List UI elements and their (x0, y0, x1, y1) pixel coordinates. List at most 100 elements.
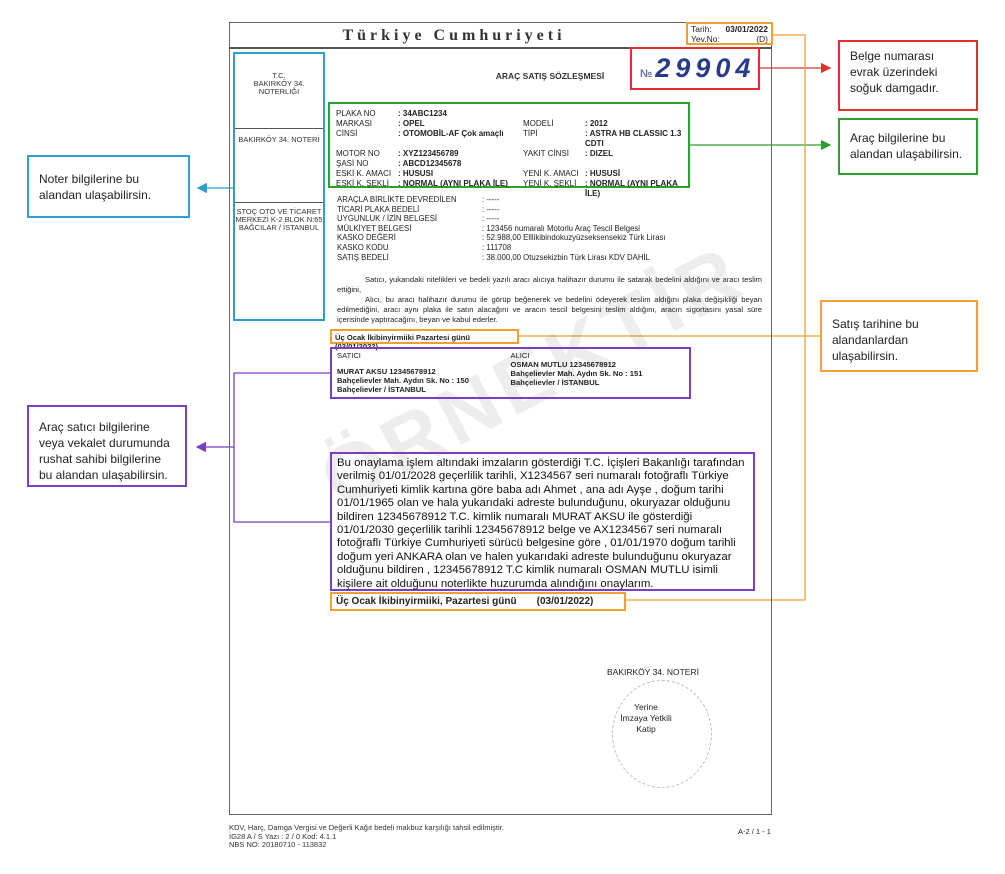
buyer-city: Bahçelievler / İSTANBUL (510, 378, 600, 387)
seller-address: Bahçelievler Mah. Aydın Sk. No : 150 (337, 376, 469, 385)
vehicle-field-value (585, 159, 682, 169)
detail-row: UYGUNLUK / İZİN BELGESİ : ----- (337, 214, 666, 224)
vehicle-field-label (523, 109, 585, 119)
signature-line: Yerine (634, 702, 658, 712)
annotation-date: Satış tarihine bu alandanlardan ulaşabil… (820, 300, 978, 372)
stamp-prefix: № (640, 68, 653, 80)
vehicle-field-value: : NORMAL (AYNI PLAKA İLE) (398, 179, 508, 188)
detail-value: : 123456 numaralı Motorlu Araç Tescil Be… (482, 223, 641, 233)
vehicle-field-label: MOTOR NO (336, 149, 380, 158)
vehicle-field-value: : OPEL (398, 119, 425, 128)
notary-line: BAKIRKÖY 34. (253, 79, 305, 88)
detail-value: : 38.000,00 Otuzsekizbin Türk Lirası KDV… (482, 252, 650, 262)
address-line: MERKEZİ K-2 BLOK N:65 (235, 215, 323, 224)
seller-label: SATICI (337, 351, 361, 360)
vehicle-field-label (523, 159, 585, 169)
address-line: STOÇ OTO VE TİCARET (236, 207, 322, 216)
annotation-vehicle: Araç bilgilerine bu alandan ulaşabilirsi… (838, 118, 978, 175)
buyer-label: ALICI (510, 351, 530, 360)
notary-seal (612, 680, 712, 788)
annotation-stamp: Belge numarası evrak üzerindeki soğuk da… (838, 40, 978, 111)
notary-top: T.C. BAKIRKÖY 34. NOTERLIĞI (235, 54, 323, 96)
stamp-number: 29904 (655, 53, 756, 83)
signature-line: İmzaya Yetkili Katip (620, 713, 672, 734)
detail-label: TİCARİ PLAKA BEDELİ (337, 204, 420, 214)
detail-label: UYGUNLUK / İZİN BELGESİ (337, 214, 438, 224)
detail-row: KASKO KODU : 111708 (337, 243, 666, 253)
vehicle-field-label: YENİ K. AMACI (523, 169, 579, 178)
detail-row: TİCARİ PLAKA BEDELİ : ----- (337, 205, 666, 215)
detail-row: SATIŞ BEDELİ: 38.000,00 Otuzsekizbin Tür… (337, 253, 666, 263)
sale-date-value: (03/01/2022) (536, 596, 594, 607)
vehicle-field-value: : HUSUSI (398, 169, 434, 178)
vehicle-field-value: : DIZEL (585, 149, 613, 158)
footer-line: NBS NO: 20180710 - 113832 (229, 840, 327, 849)
sale-date-text: Üç Ocak İkibinyirmiiki, Pazartesi günü (336, 596, 517, 607)
date-box: Tarih: 03/01/2022 Yev.No: (D) (686, 22, 773, 45)
vehicle-field-value: : NORMAL (AYNI PLAKA İLE) (585, 179, 678, 198)
signature-block: Yerine İmzaya Yetkili Katip (612, 702, 680, 735)
sale-date-small: Üç Ocak İkibinyirmiiki Pazartesi günü (0… (330, 329, 519, 351)
seller-statement: Satıcı, yukarıdaki nitelikleri ve bedeli… (337, 275, 762, 294)
buyer-name: OSMAN MUTLU 12345678912 (510, 360, 617, 369)
vehicle-field-label: TİPİ (523, 129, 538, 138)
approval-text: Bu onaylama işlem altındaki imzaların gö… (330, 452, 755, 591)
contract-title: ARAÇ SATIŞ SÖZLEŞMESİ (495, 71, 605, 81)
vehicle-field-label: MARKASI (336, 119, 373, 128)
detail-label: KASKO KODU (337, 242, 389, 252)
notary-column: T.C. BAKIRKÖY 34. NOTERLIĞI BAKIRKÖY 34.… (233, 52, 325, 321)
seller-block: SATICI MURAT AKSU 12345678912 Bahçelievl… (337, 351, 511, 395)
detail-row: KASKO DEĞERİ : 52.988,00 Elllikibindokuzy… (337, 233, 666, 243)
yevno-value: (D) (756, 33, 768, 44)
header-divider (229, 47, 772, 49)
detail-row: ARAÇLA BİRLİKTE DEVREDİLEN : ----- (337, 195, 666, 205)
sale-date-large: Üç Ocak İkibinyirmiiki, Pazartesi günü (… (330, 592, 626, 611)
detail-value: : ----- (482, 214, 500, 224)
vehicle-field-label: YENİ K. ŞEKLİ (523, 179, 577, 188)
vehicle-field-label: MODELİ (523, 119, 554, 128)
vehicle-field-value: : OTOMOBİL-AF Çok amaçlı (398, 129, 504, 138)
date-label: Tarih: (691, 24, 712, 34)
detail-value: : ----- (482, 195, 500, 204)
buyer-block: ALICI OSMAN MUTLU 12345678912 Bahçelievl… (511, 351, 685, 395)
detail-label: ARAÇLA BİRLİKTE DEVREDİLEN (337, 195, 457, 204)
annotation-notary: Noter bilgilerine bu alandan ulaşabilirs… (27, 155, 190, 218)
vehicle-field-value: : 34ABC1234 (398, 109, 447, 118)
vehicle-field-value: : HUSUSİ (585, 169, 621, 178)
footer: KDV, Harç, Damga Vergisi ve Değerli Kağı… (229, 823, 504, 850)
footer-line: KDV, Harç, Damga Vergisi ve Değerli Kağı… (229, 823, 504, 832)
parties-box: SATICI MURAT AKSU 12345678912 Bahçelievl… (330, 347, 691, 399)
vehicle-field-value: : 2012 (585, 119, 608, 128)
contract-text: Satıcı, yukarıdaki nitelikleri ve bedeli… (337, 275, 762, 325)
detail-value: : 52.988,00 Elllikibindokuzyüzseksenseki… (482, 233, 666, 243)
page-code: A-2 / 1 - 1 (738, 827, 771, 836)
detail-value: : ----- (482, 204, 500, 214)
yevno-label: Yev.No: (691, 33, 720, 44)
notary-name: BAKIRKÖY 34. NOTERİ (238, 135, 320, 144)
vehicle-field-label: CİNSİ (336, 129, 358, 138)
vehicle-field-label: PLAKA NO (336, 109, 376, 118)
vehicle-field-value (585, 109, 682, 119)
address-line: BAĞCILAR / İSTANBUL (238, 223, 320, 232)
notary-line: T.C. (272, 71, 286, 80)
annotation-seller: Araç satıcı bilgilerine veya vekalet dur… (27, 405, 187, 487)
buyer-address: Bahçelievler Mah. Aydın Sk. No : 151 (510, 369, 643, 378)
vehicle-field-label: ESKİ K. ŞEKLİ (336, 179, 389, 188)
vehicle-field-value: : ABCD12345678 (398, 159, 462, 168)
vehicle-field-label: ESKİ K. AMACI (336, 169, 392, 178)
header-title: Türkiye Cumhuriyeti (342, 27, 566, 44)
detail-value: : 111708 (482, 242, 512, 252)
notary-line: NOTERLIĞI (258, 87, 300, 96)
date-value: 03/01/2022 (725, 24, 768, 34)
detail-label: MÜLKİYET BELGESİ (337, 223, 412, 233)
detail-row: MÜLKİYET BELGESİ : 123456 numaralı Motorl… (337, 224, 666, 234)
vehicle-field-value: : XYZ123456789 (398, 149, 459, 158)
seller-name: MURAT AKSU 12345678912 (337, 367, 436, 376)
detail-label: KASKO DEĞERİ (337, 233, 396, 243)
notary-address: STOÇ OTO VE TİCARET MERKEZİ K-2 BLOK N:6… (235, 208, 323, 232)
sale-details: ARAÇLA BİRLİKTE DEVREDİLEN: -----TİCARİ … (337, 195, 666, 262)
seller-city: Bahçelievler / İSTANBUL (337, 385, 426, 394)
signature-notary: BAKIRKÖY 34. NOTERİ (607, 667, 699, 677)
